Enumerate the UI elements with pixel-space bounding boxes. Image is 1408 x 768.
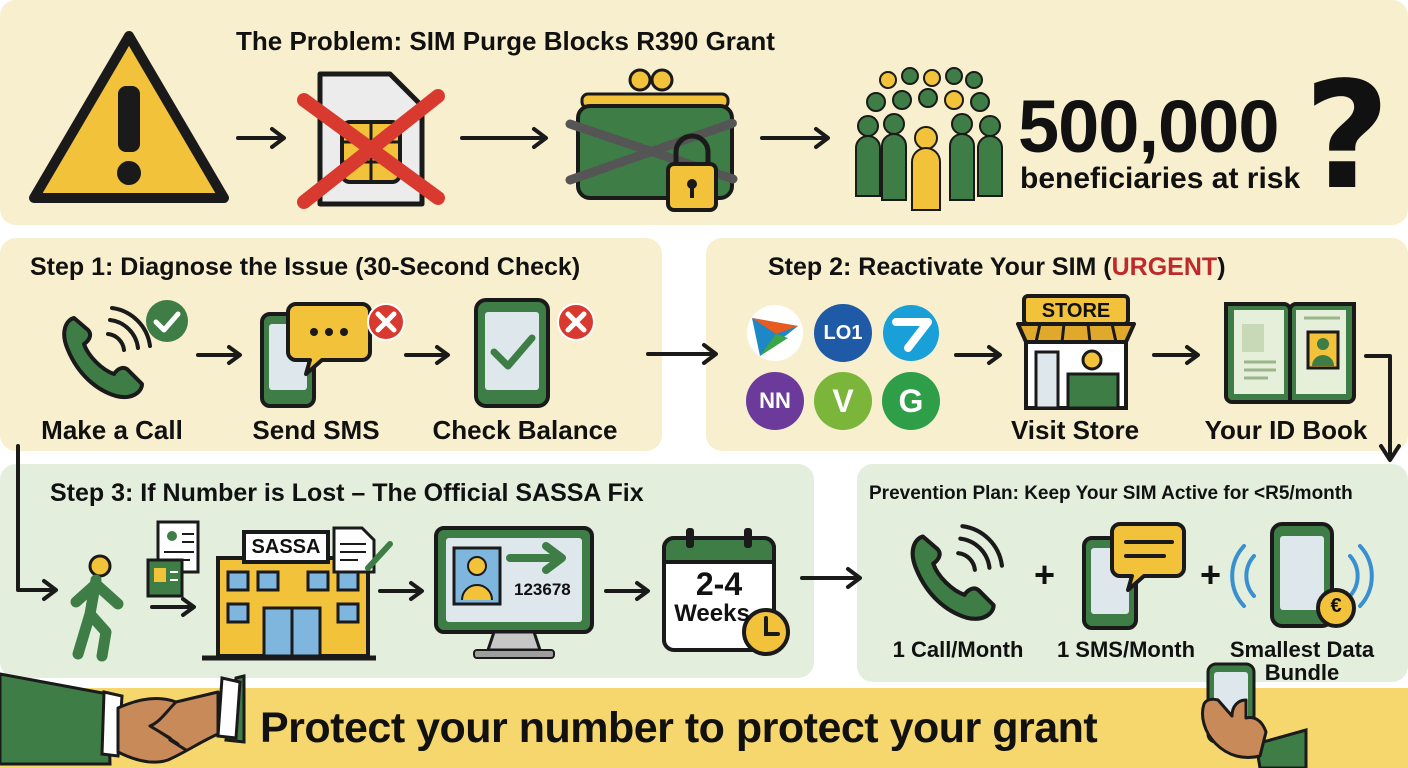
documents-icon — [146, 520, 200, 598]
arrow-icon — [800, 567, 862, 589]
phone-call-icon — [910, 524, 1004, 621]
id-book-icon — [1224, 302, 1356, 404]
store-icon — [1016, 294, 1136, 410]
plus-sign: + — [1034, 554, 1056, 595]
step3-title: Step 3: If Number is Lost – The Official… — [50, 479, 644, 507]
arrow-icon — [150, 597, 196, 617]
stat-text: beneficiaries at risk — [1020, 162, 1301, 195]
arrow-icon — [760, 127, 830, 149]
sassa-office-icon — [202, 526, 393, 661]
sms-icon — [260, 302, 405, 408]
phone-call-icon — [62, 306, 152, 399]
warning-icon — [29, 31, 229, 203]
plus-sign: + — [1200, 554, 1222, 595]
network-logo-lo1: LO1 — [814, 304, 872, 362]
step2-title-prefix: Step 2: Reactivate Your SIM ( — [768, 253, 1112, 281]
prevention-label-data-2: Bundle — [1264, 660, 1340, 685]
connector-arrow-icon — [16, 444, 58, 601]
currency-badge: € — [1330, 595, 1342, 617]
step1-label-balance: Check Balance — [432, 415, 618, 445]
hand-phone-icon — [1201, 662, 1308, 768]
check-badge-icon — [146, 300, 188, 342]
arrow-icon — [954, 345, 1002, 365]
handshake-icon — [0, 672, 246, 766]
step2-title-urgent: URGENT — [1111, 253, 1218, 281]
arrow-icon — [460, 127, 548, 149]
balance-phone-icon — [474, 298, 595, 408]
step2-title: Step 2: Reactivate Your SIM (URGENT) — [768, 253, 1226, 282]
arrow-icon — [404, 345, 450, 365]
screen-number: 123678 — [514, 580, 571, 599]
step1-label-sms: Send SMS — [252, 415, 380, 445]
problem-title: The Problem: SIM Purge Blocks R390 Grant — [236, 26, 775, 56]
arrow-icon — [196, 345, 242, 365]
sms-icon — [1082, 522, 1186, 630]
data-phone-icon — [1230, 522, 1374, 628]
network-logo-icon — [747, 305, 803, 361]
chained-wallet-icon — [565, 68, 741, 212]
arrow-icon — [378, 581, 424, 601]
step2-title-suffix: ) — [1217, 253, 1226, 281]
calendar-line2: Weeks — [674, 600, 750, 627]
sassa-sign: SASSA — [251, 536, 321, 558]
network-logo-icon — [883, 305, 939, 361]
arrow-icon — [1152, 345, 1200, 365]
crowd-icon — [855, 67, 1003, 211]
computer-screen-icon — [434, 526, 594, 659]
prevention-label-data: Smallest Data — [1229, 637, 1375, 662]
store-sign: STORE — [1041, 300, 1111, 322]
network-logo-nn: NN — [746, 372, 804, 430]
prevention-label-call: 1 Call/Month — [892, 637, 1024, 662]
walking-person-icon — [70, 554, 124, 662]
banner-text: Protect your number to protect your gran… — [260, 704, 1098, 752]
step1-title: Step 1: Diagnose the Issue (30-Second Ch… — [30, 253, 581, 281]
connector-arrow-icon — [1364, 354, 1401, 462]
crossed-sim-icon — [297, 71, 445, 209]
calendar-icon — [662, 528, 790, 656]
stat-number: 500,000 — [1018, 85, 1279, 168]
calendar-line1: 2-4 — [695, 566, 743, 602]
network-logo-v: V — [814, 372, 872, 430]
prevention-label-sms: 1 SMS/Month — [1056, 637, 1196, 662]
prevention-title: Prevention Plan: Keep Your SIM Active fo… — [869, 483, 1353, 504]
question-mark: ? — [1304, 50, 1390, 222]
arrow-icon — [646, 343, 718, 365]
step2-label-id: Your ID Book — [1204, 415, 1368, 445]
step1-label-call: Make a Call — [41, 415, 183, 445]
arrow-icon — [236, 127, 286, 149]
step2-label-store: Visit Store — [1010, 415, 1140, 445]
arrow-icon — [604, 581, 650, 601]
network-logo-g: G — [882, 372, 940, 430]
